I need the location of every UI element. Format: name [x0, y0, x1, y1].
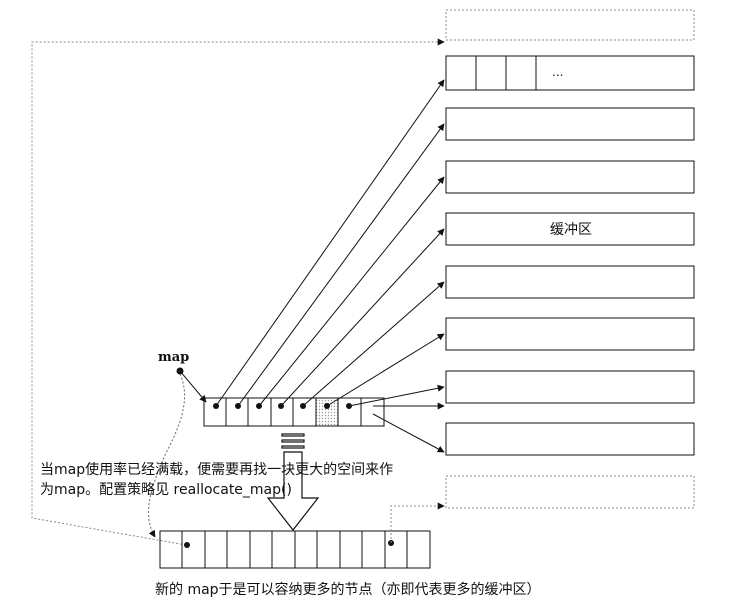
node-to-buffer-arrows [215, 79, 445, 453]
buffer-5 [445, 265, 695, 299]
new-map-array [159, 530, 431, 569]
buffer-1: ... [445, 55, 695, 91]
buffer-dotted-bottom [445, 475, 695, 509]
old-map-array [203, 397, 385, 427]
buffer-8 [445, 422, 695, 456]
buffer-label: 缓冲区 [550, 222, 592, 238]
buffer-6 [445, 317, 695, 351]
buffer-dotted-top [445, 9, 695, 41]
old-map-gray-cell [315, 397, 339, 427]
map-reallocation-curve [148, 373, 186, 538]
note-line-1: 当map使用率已经满载，便需要再找一块更大的空间来作 [40, 461, 393, 478]
map-label: map [158, 350, 189, 365]
buffer-ellipsis: ... [552, 65, 563, 79]
caption: 新的 map于是可以容纳更多的节点（亦即代表更多的缓冲区） [155, 581, 541, 598]
buffer-column: ... 缓冲区 [445, 9, 695, 509]
buffer-2 [445, 107, 695, 141]
buffer-4: 缓冲区 [445, 212, 695, 246]
map-pointer-arrow [179, 370, 207, 403]
reallocation-arrow [266, 433, 320, 531]
new-map-to-buffer-connector [390, 502, 445, 543]
note-line-2: 为map。配置策略见 reallocate_map() [40, 481, 292, 498]
buffer-3 [445, 160, 695, 194]
buffer-7 [445, 370, 695, 404]
